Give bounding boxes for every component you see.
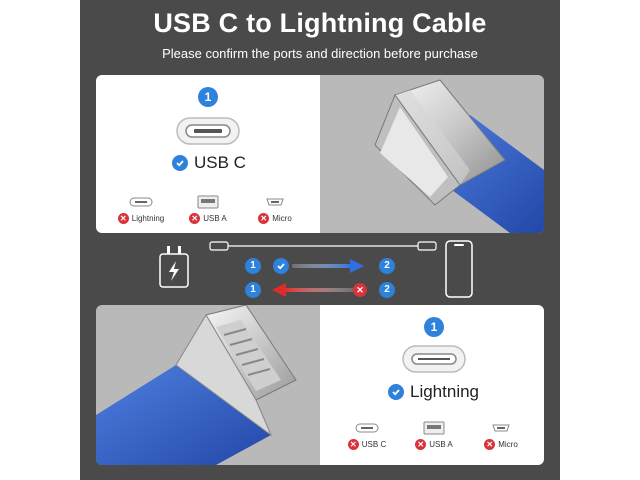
- usb-c-confirm-row: USB C: [172, 153, 246, 173]
- wall-charger-icon: [159, 246, 189, 288]
- lightning-connector-photo: [96, 305, 320, 465]
- usb-c-panel: 1 USB C ✕Lightning ✕USB A ✕Micro: [96, 75, 544, 233]
- x-icon: ✕: [415, 439, 427, 450]
- lightning-confirm-row: Lightning: [388, 382, 479, 402]
- page-subtitle: Please confirm the ports and direction b…: [162, 46, 478, 61]
- x-icon: ✕: [189, 213, 201, 224]
- usb-c-connector-illustration: [374, 79, 544, 233]
- checkmark-icon: [273, 258, 289, 274]
- lightning-port-icon: [402, 345, 466, 373]
- micro-usb-port-icon: [266, 198, 284, 206]
- checkmark-icon: [388, 384, 404, 400]
- source-number-badge: 1: [245, 282, 261, 298]
- x-icon: ✕: [347, 439, 359, 450]
- option-lightning: ✕Lightning: [96, 193, 186, 224]
- option-label: Micro: [498, 440, 518, 449]
- micro-usb-port-icon: [492, 424, 510, 432]
- usb-c-port-icon: [176, 117, 240, 145]
- usb-a-port-icon: [423, 421, 445, 435]
- cable-illustration: [209, 241, 437, 251]
- option-micro: ✕Micro: [230, 193, 320, 224]
- port-number-badge: 1: [424, 317, 444, 337]
- correct-direction-arrow-icon: [292, 259, 364, 273]
- page-title: USB C to Lightning Cable: [153, 8, 487, 38]
- lightning-port-icon: [129, 197, 153, 207]
- phone-icon: [445, 240, 473, 298]
- x-icon: ✕: [117, 213, 129, 224]
- x-icon: ✕: [484, 439, 496, 450]
- option-label: Lightning: [131, 214, 165, 223]
- x-icon: ✕: [353, 283, 367, 297]
- direction-diagram: 1 2 1 ✕ 2: [96, 233, 544, 305]
- option-usb-c: ✕USB C: [322, 419, 412, 450]
- usb-a-port-icon: [197, 195, 219, 209]
- wrong-direction-arrow-icon: [272, 283, 354, 297]
- source-number-badge: 1: [245, 258, 261, 274]
- x-icon: ✕: [258, 213, 270, 224]
- connector-label: USB C: [194, 153, 246, 172]
- option-label: USB C: [361, 440, 387, 449]
- option-label: USB A: [429, 440, 453, 449]
- option-label: Micro: [272, 214, 292, 223]
- target-number-badge: 2: [379, 258, 395, 274]
- connector-label: Lightning: [410, 382, 480, 401]
- target-number-badge: 2: [379, 282, 395, 298]
- port-number-badge: 1: [198, 87, 218, 107]
- option-label: USB A: [203, 214, 227, 223]
- lightning-connector-illustration: [96, 305, 297, 465]
- option-micro: ✕Micro: [456, 419, 544, 450]
- option-usb-a: ✕USB A: [389, 419, 479, 450]
- usb-c-connector-photo: [320, 75, 544, 233]
- checkmark-icon: [172, 155, 188, 171]
- lightning-panel: 1 Lightning ✕USB C ✕USB A ✕Micro: [96, 305, 544, 465]
- option-usb-a: ✕USB A: [163, 193, 253, 224]
- usb-c-port-icon: [355, 423, 379, 433]
